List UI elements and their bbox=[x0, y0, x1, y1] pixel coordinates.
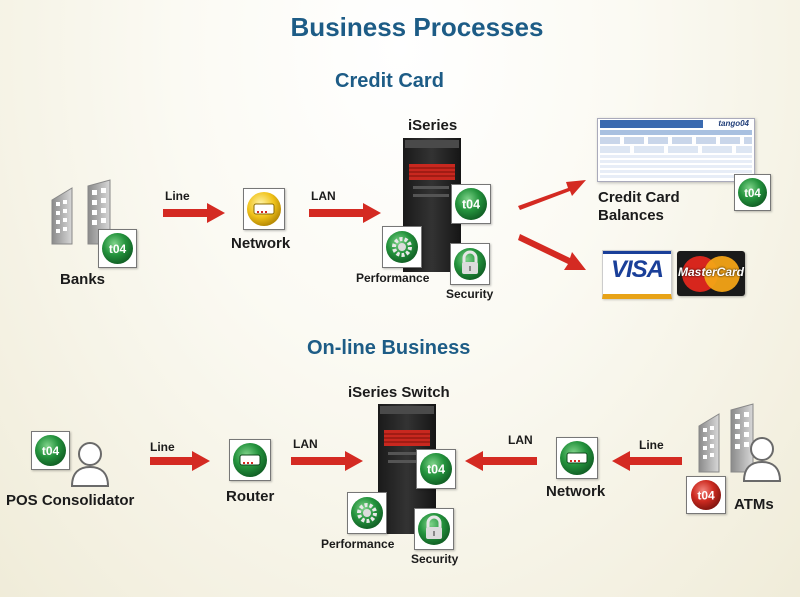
balances-label-line1: Credit Card bbox=[598, 189, 680, 206]
cc-network-icon bbox=[243, 188, 285, 230]
online-business-heading: On-line Business bbox=[307, 337, 471, 359]
svg-text:t04: t04 bbox=[42, 444, 60, 458]
cc-lan-label: LAN bbox=[311, 189, 336, 203]
iseries-label: iSeries bbox=[408, 117, 458, 134]
ob-security-lock-icon bbox=[414, 508, 454, 550]
iseries-switch-label: iSeries Switch bbox=[348, 384, 450, 401]
ob-network-icon bbox=[556, 437, 598, 479]
arrow-banks-to-network-icon bbox=[163, 203, 225, 223]
balances-t04-badge-icon: t04 bbox=[734, 174, 771, 211]
arrow-atms-to-network-icon bbox=[612, 451, 682, 471]
arrow-router-to-switch-icon bbox=[291, 451, 363, 471]
arrow-iseries-to-balances-icon bbox=[516, 176, 588, 210]
credit-card-heading: Credit Card bbox=[335, 70, 444, 92]
cc-performance-label: Performance bbox=[356, 271, 430, 285]
atms-t04-badge-icon: t04 bbox=[686, 476, 726, 514]
ob-lan-left-label: LAN bbox=[293, 437, 318, 451]
pos-t04-badge-icon: t04 bbox=[31, 431, 70, 470]
banks-building-icon bbox=[50, 179, 120, 250]
report-brand-logo: tango04 bbox=[718, 119, 749, 128]
svg-text:t04: t04 bbox=[462, 198, 480, 212]
ob-network-label: Network bbox=[546, 483, 606, 500]
visa-card-logo: VISA bbox=[602, 250, 672, 299]
arrow-pos-to-router-icon bbox=[150, 451, 210, 471]
cc-line-label: Line bbox=[165, 189, 190, 203]
ob-line-right-label: Line bbox=[639, 438, 664, 452]
svg-text:t04: t04 bbox=[697, 489, 715, 503]
router-icon bbox=[229, 439, 271, 481]
router-label: Router bbox=[226, 488, 275, 505]
cc-network-label: Network bbox=[231, 235, 291, 252]
arrow-network-to-iseries-icon bbox=[309, 203, 381, 223]
ob-lan-right-label: LAN bbox=[508, 433, 533, 447]
banks-label: Banks bbox=[60, 271, 106, 288]
page-title: Business Processes bbox=[290, 12, 544, 42]
svg-text:t04: t04 bbox=[427, 463, 445, 477]
switch-t04-badge-icon: t04 bbox=[416, 449, 456, 489]
svg-text:t04: t04 bbox=[109, 242, 127, 256]
cc-security-lock-icon bbox=[450, 243, 490, 285]
cc-security-label: Security bbox=[446, 287, 494, 301]
atms-person-icon bbox=[741, 435, 783, 483]
atms-building-icon bbox=[697, 403, 759, 476]
ob-performance-label: Performance bbox=[321, 537, 395, 551]
arrow-network-to-switch-icon bbox=[465, 451, 537, 471]
credit-card-balance-report: tango04 bbox=[597, 118, 755, 182]
ob-performance-gear-icon bbox=[347, 492, 387, 534]
ob-line-left-label: Line bbox=[150, 440, 175, 454]
iseries-t04-badge-icon: t04 bbox=[451, 184, 491, 224]
pos-consolidator-label: POS Consolidator bbox=[6, 492, 135, 509]
banks-t04-badge-icon: t04 bbox=[98, 229, 137, 268]
arrow-iseries-to-cards-icon bbox=[516, 234, 588, 274]
atms-label: ATMs bbox=[734, 496, 774, 513]
svg-text:t04: t04 bbox=[744, 188, 761, 200]
ob-security-label: Security bbox=[411, 552, 459, 566]
mastercard-logo: MasterCard bbox=[677, 251, 745, 296]
pos-person-icon bbox=[70, 440, 110, 488]
cc-performance-gear-icon bbox=[382, 226, 422, 268]
balances-label-line2: Balances bbox=[598, 207, 664, 224]
